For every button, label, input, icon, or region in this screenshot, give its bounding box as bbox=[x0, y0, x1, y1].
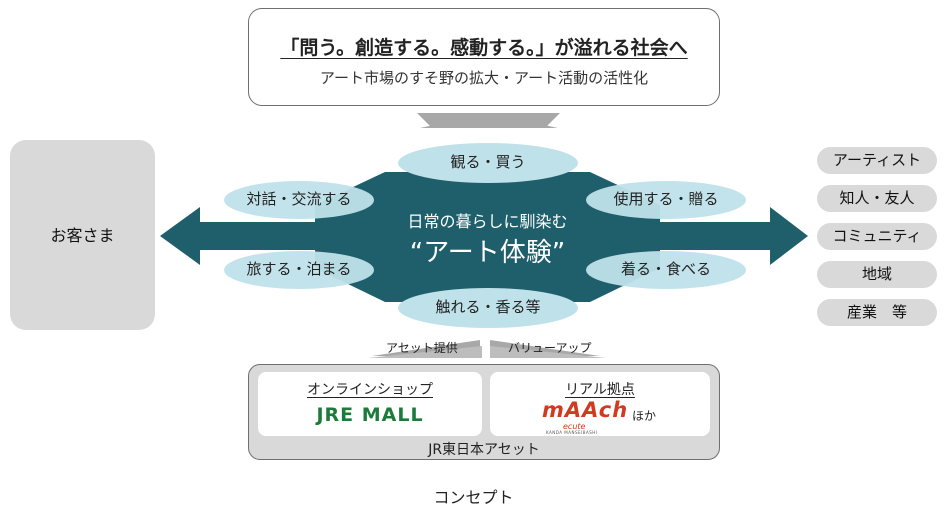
oval-left-top bbox=[224, 181, 374, 219]
figure-caption: コンセプト bbox=[433, 488, 514, 507]
jre-mall-logo: JRE MALL bbox=[316, 404, 424, 426]
maach-logo: mAAch bbox=[542, 398, 629, 422]
oval-right-top bbox=[586, 181, 746, 219]
stakeholder-region: 地域 bbox=[817, 261, 937, 288]
real-base-card: リアル拠点 mAAch ecute KANDA MANSEIBASHI ほか bbox=[490, 372, 710, 436]
goal-subtitle: アート市場のすそ野の拡大・アート活動の活性化 bbox=[319, 69, 649, 87]
experience-right-top: 使用する・贈る bbox=[613, 190, 719, 208]
asset-provision-label: アセット提供 bbox=[386, 341, 458, 355]
stakeholder-industry: 産業 等 bbox=[817, 299, 937, 326]
maach-tagline: KANDA MANSEIBASHI bbox=[546, 430, 598, 435]
experience-left-top: 対話・交流する bbox=[246, 190, 352, 208]
stakeholder-friends: 知人・友人 bbox=[817, 185, 937, 212]
oval-right-bottom bbox=[586, 251, 746, 289]
experience-left-bottom: 旅する・泊まる bbox=[246, 260, 352, 278]
experience-top: 観る・買う bbox=[450, 153, 526, 171]
customer-panel bbox=[10, 140, 155, 330]
stakeholder-artist: アーティスト bbox=[817, 147, 937, 174]
center-line2: “アート体験” bbox=[409, 238, 566, 268]
value-up-label: バリューアップ bbox=[508, 341, 592, 355]
oval-left-bottom bbox=[224, 251, 374, 289]
oval-top bbox=[398, 143, 578, 183]
oval-bottom bbox=[398, 288, 578, 328]
real-base-title: リアル拠点 bbox=[565, 382, 635, 398]
stakeholder-community: コミュニティ bbox=[817, 223, 937, 250]
online-shop-card: オンラインショップ JRE MALL bbox=[258, 372, 482, 436]
center-octagon bbox=[315, 172, 660, 302]
customer-label: お客さま bbox=[50, 226, 115, 245]
center-line1: 日常の暮らしに馴染む bbox=[407, 212, 568, 231]
goal-box: 「問う。創造する。感動する。」が溢れる社会へ アート市場のすそ野の拡大・アート活… bbox=[248, 8, 720, 106]
online-shop-title: オンラインショップ bbox=[307, 382, 433, 398]
others-label: ほか bbox=[632, 409, 657, 423]
maach-ecute: ecute bbox=[563, 422, 586, 431]
goal-title: 「問う。創造する。感動する。」が溢れる社会へ bbox=[280, 37, 688, 59]
experience-bottom: 触れる・香る等 bbox=[435, 298, 541, 316]
asset-owner-label: JR東日本アセット bbox=[428, 442, 540, 458]
experience-right-bottom: 着る・食べる bbox=[620, 260, 711, 278]
